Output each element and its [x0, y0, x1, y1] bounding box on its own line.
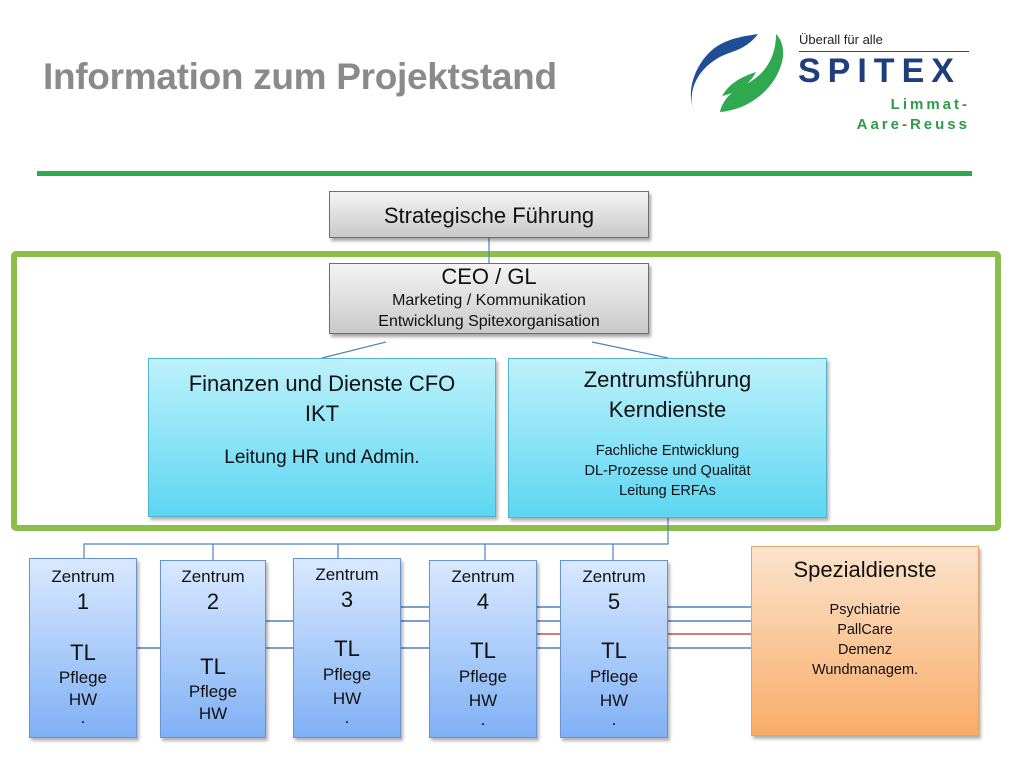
center-tl: TL — [470, 638, 496, 663]
center-line2: HW — [468, 691, 498, 710]
management-frame — [11, 251, 1001, 531]
special-service-item: Demenz — [838, 642, 892, 658]
ceo-line2: Entwicklung Spitexorganisation — [378, 313, 600, 330]
finance-box: Finanzen und Dienste CFO IKT Leitung HR … — [148, 358, 496, 517]
center-line2: HW — [198, 704, 228, 723]
special-service-item: Psychiatrie — [829, 602, 901, 618]
center-management-title-line1: Zentrumsführung — [583, 367, 752, 392]
center-box-5: Zentrum 5 TL Pflege HW . — [560, 560, 668, 738]
center-tl: TL — [70, 640, 96, 665]
finance-title-line1: Finanzen und Dienste CFO — [188, 371, 456, 396]
center-line1: Pflege — [458, 667, 508, 686]
strategic-management-box: Strategische Führung — [329, 191, 649, 238]
center-line2: HW — [332, 689, 362, 708]
center-line1: Pflege — [322, 665, 372, 684]
spitex-swoosh-icon — [690, 34, 784, 112]
center-management-title-line2: Kerndienste — [608, 397, 727, 422]
center-dot: . — [611, 710, 617, 729]
center-line2: HW — [599, 691, 629, 710]
special-services-box: Spezialdienste Psychiatrie PallCare Deme… — [751, 546, 979, 736]
ceo-line1: Marketing / Kommunikation — [392, 292, 586, 309]
center-box-1: Zentrum 1 TL Pflege HW . — [29, 558, 137, 738]
center-number: 4 — [476, 589, 490, 614]
logo-tagline: Überall für alle — [799, 32, 883, 47]
logo-region-line1: Limmat- — [890, 96, 970, 113]
center-label: Zentrum — [582, 567, 646, 586]
special-services-title: Spezialdienste — [793, 557, 937, 582]
center-number: 5 — [607, 589, 621, 614]
header-divider — [37, 171, 972, 176]
center-management-sub1: Fachliche Entwicklung — [595, 443, 740, 459]
center-dot: . — [480, 710, 486, 729]
center-line2: HW — [68, 690, 98, 709]
center-label: Zentrum — [315, 565, 379, 584]
center-line1: Pflege — [188, 682, 238, 701]
center-tl: TL — [601, 638, 627, 663]
center-label: Zentrum — [181, 567, 245, 586]
center-line1: Pflege — [58, 668, 108, 687]
center-tl: TL — [200, 654, 226, 679]
logo-brand: SPITEX — [798, 52, 961, 90]
page-title: Information zum Projektstand — [43, 56, 557, 97]
center-line1: Pflege — [589, 667, 639, 686]
logo-divider — [799, 51, 969, 52]
special-service-item: PallCare — [837, 622, 893, 638]
ceo-box: CEO / GL Marketing / Kommunikation Entwi… — [329, 263, 649, 334]
center-dot: . — [80, 708, 86, 727]
center-number: 2 — [206, 589, 220, 614]
logo-region-line2: Aare-Reuss — [856, 116, 970, 133]
spitex-logo: Überall für alle SPITEX Limmat- Aare-Reu… — [686, 30, 976, 140]
center-management-sub2: DL-Prozesse und Qualität — [584, 463, 751, 479]
special-service-item: Wundmanagem. — [811, 662, 919, 678]
center-management-box: Zentrumsführung Kerndienste Fachliche En… — [508, 358, 827, 518]
center-box-4: Zentrum 4 TL Pflege HW . — [429, 560, 537, 738]
finance-sub: Leitung HR und Admin. — [224, 447, 420, 468]
finance-title-line2: IKT — [304, 401, 340, 426]
ceo-title: CEO / GL — [441, 264, 537, 289]
center-tl: TL — [334, 636, 360, 661]
strategic-management-label: Strategische Führung — [383, 203, 595, 228]
center-box-2: Zentrum 2 TL Pflege HW — [160, 560, 266, 738]
center-management-sub3: Leitung ERFAs — [619, 483, 716, 499]
center-number: 1 — [76, 589, 90, 614]
center-dot: . — [344, 708, 350, 727]
center-label: Zentrum — [51, 567, 115, 586]
center-box-3: Zentrum 3 TL Pflege HW . — [293, 558, 401, 738]
center-number: 3 — [340, 587, 354, 612]
center-label: Zentrum — [451, 567, 515, 586]
